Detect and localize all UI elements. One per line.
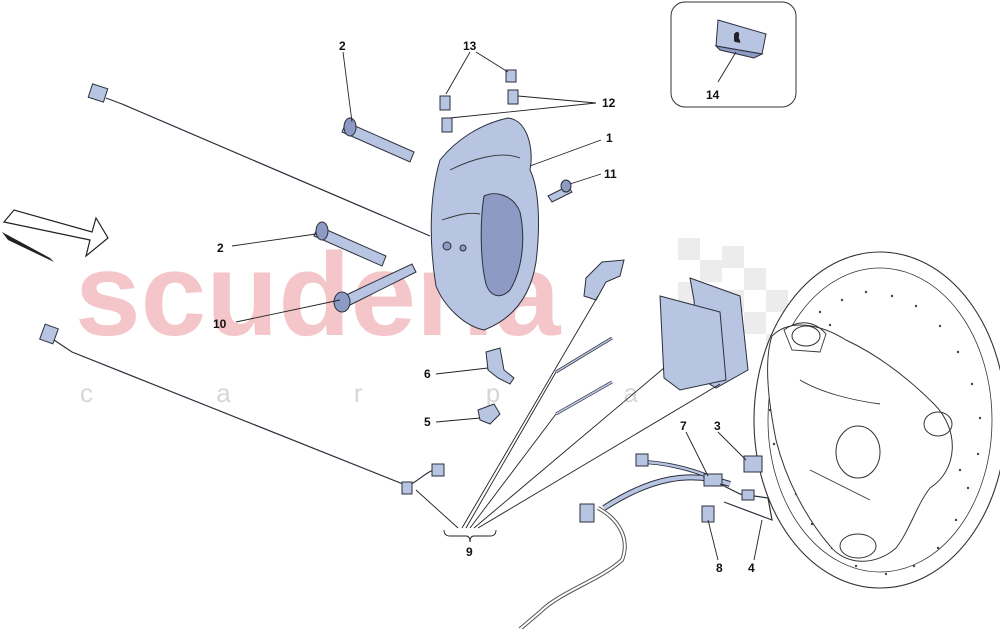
pad-pins [555,336,613,416]
callout-1: 1 [606,131,613,145]
wheel-upright [767,322,953,562]
callout-6: 6 [424,367,431,381]
bleed-screw [547,179,573,203]
brake-pads [659,277,749,391]
callout-7: 7 [680,419,687,433]
caliper-bolt-lower [313,221,387,267]
callout-8: 8 [716,561,723,575]
bleed-nipples [439,69,519,133]
sensor-wire-lower [39,323,445,495]
callout-12: 12 [602,96,616,110]
inset-box-badge [670,1,797,108]
callout-9: 9 [466,545,473,559]
callout-10: 10 [213,317,227,331]
prancing-horse-badge-icon [714,19,767,59]
arrow-right-icon [2,209,109,262]
brake-caliper [430,117,539,331]
pad-spring [583,259,625,301]
callout-4: 4 [748,561,755,575]
mounting-bolt [333,263,417,313]
callout-labels: 1 2 2 3 4 5 6 7 8 9 10 11 12 13 14 [213,39,755,575]
brake-hose [579,453,773,523]
caliper-bolt-upper [341,117,415,163]
callout-2-lower: 2 [217,241,224,255]
leader-lines [231,51,763,561]
brake-pipe [518,506,627,629]
callout-13: 13 [463,39,477,53]
sensor-wire-upper [87,83,431,237]
callout-11: 11 [604,167,617,181]
callout-5: 5 [424,415,431,429]
callout-3: 3 [714,419,721,433]
anti-rattle-clip [485,347,515,385]
callout-14: 14 [706,88,720,102]
callout-2-upper: 2 [339,39,346,53]
